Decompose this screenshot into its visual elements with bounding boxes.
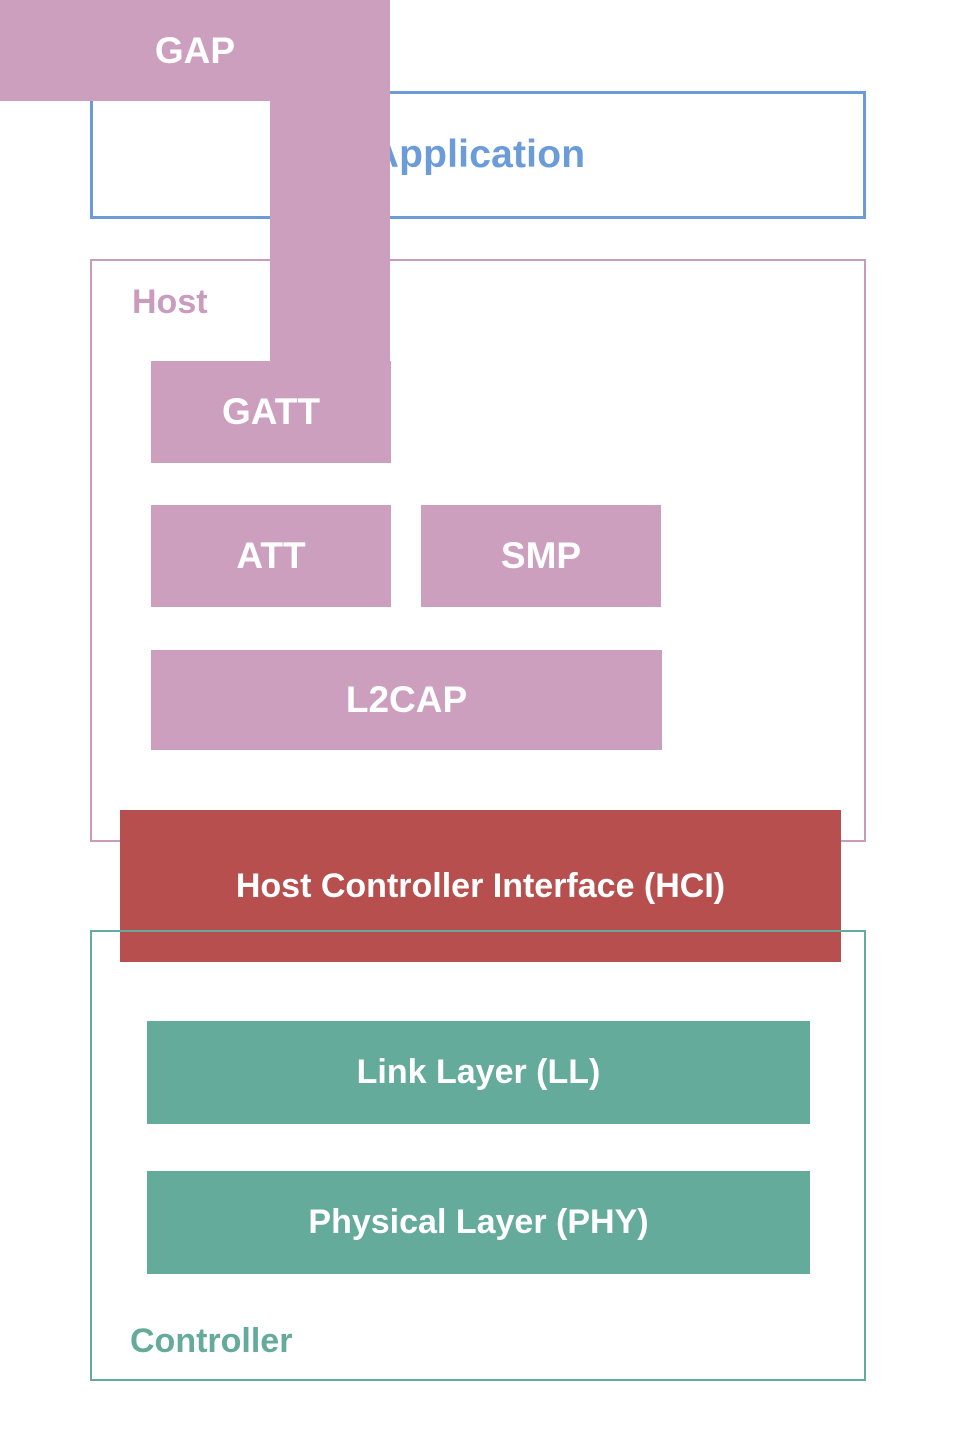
- block-att: ATT: [151, 505, 391, 607]
- controller-layer-label: Controller: [130, 1322, 293, 1360]
- block-link-layer: Link Layer (LL): [147, 1021, 810, 1124]
- block-host-controller-interface: Host Controller Interface (HCI): [120, 810, 841, 962]
- block-l2cap: L2CAP: [151, 650, 662, 750]
- gap-top-arm: [0, 0, 390, 101]
- application-layer-label: Application: [370, 133, 586, 176]
- application-layer-box: Application: [90, 91, 866, 219]
- block-gap-label: GAP: [154, 29, 236, 71]
- block-gatt: GATT: [151, 361, 391, 463]
- host-layer-label: Host: [132, 283, 208, 321]
- block-physical-layer: Physical Layer (PHY): [147, 1171, 810, 1274]
- controller-layer-box: Controller: [90, 930, 866, 1381]
- block-smp: SMP: [421, 505, 661, 607]
